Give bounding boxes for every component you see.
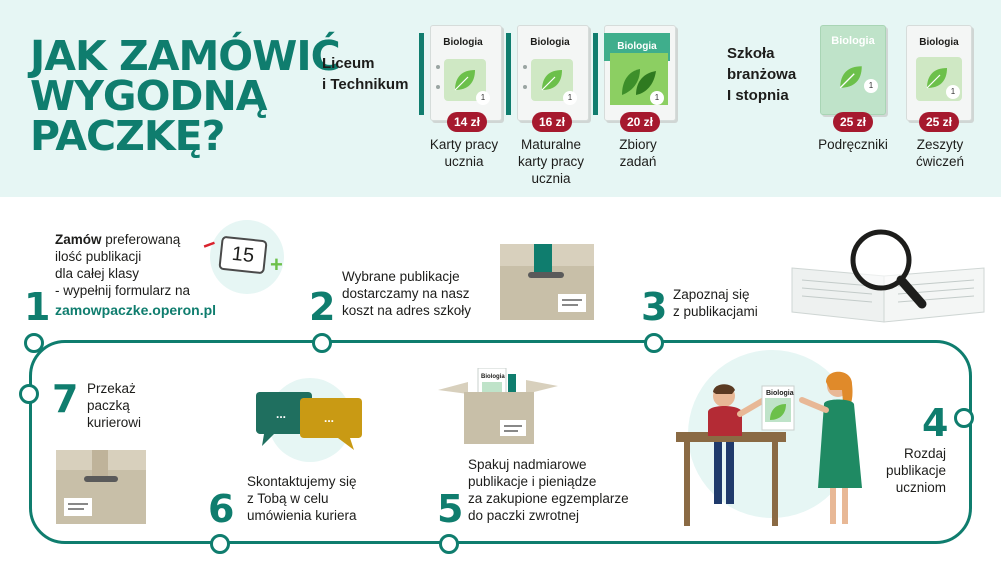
step-4-number: 4 (922, 401, 949, 445)
track-node-6 (210, 534, 230, 554)
track-node-4 (954, 408, 974, 428)
step-7-number: 7 (52, 377, 79, 421)
chat-bubbles-icon: ... ... (254, 390, 366, 457)
group-label-liceum: Liceum i Technikum (322, 55, 409, 93)
step-2-text: Wybrane publikacje dostarczamy na nasz k… (342, 269, 472, 318)
step-1-number: 1 (24, 285, 51, 329)
book-title: Biologia (831, 35, 875, 47)
book-number: 1 (946, 85, 960, 99)
step-2-number: 2 (309, 285, 336, 329)
step-6-text: Skontaktujemy się z Tobą w celu umówieni… (247, 474, 357, 523)
headline: JAK ZAMÓWIĆ WYGODNĄ PACZKĘ? (30, 32, 341, 160)
step-4-text: Rozdaj publikacje uczniom (885, 446, 946, 495)
plus-icon: + (270, 252, 283, 277)
book-caption: Maturalne karty pracy ucznia (517, 137, 585, 186)
packed-book-title: Biologia (481, 374, 505, 380)
parcel-box-icon (56, 450, 146, 529)
book-caption: Podręczniki (818, 137, 888, 152)
price-badge: 14 zł (447, 112, 487, 132)
book-title: Biologia (530, 37, 570, 48)
closed-box-icon (500, 244, 594, 325)
chat-dots-2: ... (324, 411, 334, 425)
scene-book-title: Biologia (766, 390, 794, 397)
open-box-icon: Biologia (438, 367, 558, 449)
step-3-text: Zapoznaj się z publikacjami (673, 287, 758, 319)
price-badge: 16 zł (532, 112, 572, 132)
book-number: 1 (650, 91, 664, 105)
track-node-1 (24, 333, 44, 353)
magnifier-book-icon (788, 216, 988, 331)
step-1-text: Zamów preferowaną ilość publikacji dla c… (55, 232, 191, 298)
book-caption: Zeszyty ćwiczeń (915, 137, 964, 169)
book-title: Biologia (617, 41, 657, 52)
book-caption: Karty pracy ucznia (429, 137, 499, 169)
headline-line-3: PACZKĘ? (30, 112, 225, 160)
group-label-branzowa: Szkoła branżowa I stopnia (727, 45, 797, 104)
step-7-text: Przekaż paczką kurierowi (87, 381, 142, 430)
book-title: Biologia (919, 37, 959, 48)
step-5-text: Spakuj nadmiarowe publikacje i pieniądze… (468, 457, 629, 523)
price-badge: 20 zł (620, 112, 660, 132)
step-5-number: 5 (437, 487, 464, 531)
book-number: 1 (563, 91, 577, 105)
track-node-3 (644, 333, 664, 353)
book-number: 1 (864, 79, 878, 93)
teacher-student-illustration: Biologia (672, 370, 872, 535)
step-6-number: 6 (208, 487, 235, 531)
track-node-5 (439, 534, 459, 554)
price-badge: 25 zł (919, 112, 959, 132)
chat-dots-1: ... (276, 407, 286, 421)
track-node-7 (19, 384, 39, 404)
order-link[interactable]: zamowpaczke.operon.pl (55, 302, 217, 318)
book-number: 1 (476, 91, 490, 105)
quantity-counter[interactable]: 15 (218, 235, 268, 275)
track-node-2 (312, 333, 332, 353)
headline-line-1: JAK ZAMÓWIĆ (30, 32, 341, 80)
book-caption: Zbiory zadań (619, 137, 657, 169)
price-badge: 25 zł (833, 112, 873, 132)
process-track (29, 340, 972, 544)
book-title: Biologia (443, 37, 483, 48)
headline-line-2: WYGODNĄ (30, 72, 268, 120)
step-3-number: 3 (641, 285, 668, 329)
